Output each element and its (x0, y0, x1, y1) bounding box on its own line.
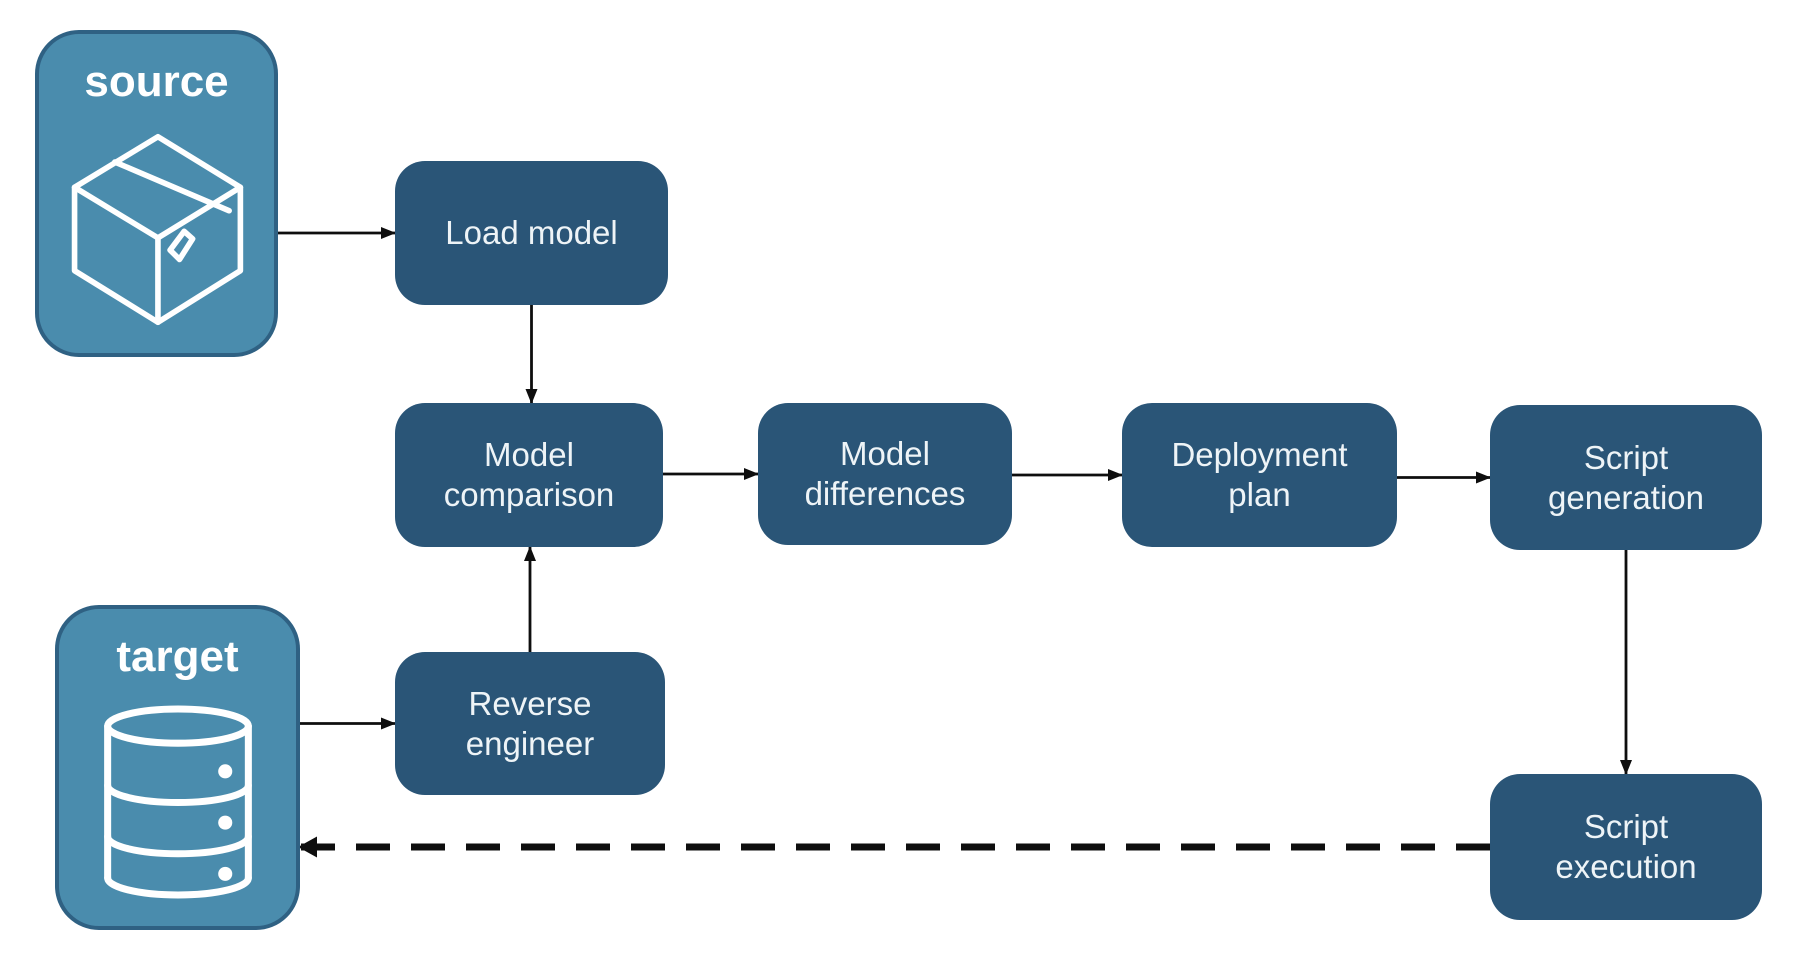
node-model-comparison-label: Model comparison (443, 436, 615, 513)
node-script-generation-label: Script generation (1548, 438, 1704, 516)
node-script-execution: Script execution (1490, 774, 1762, 920)
source-label: source (84, 57, 229, 106)
node-model-differences: Model differences (758, 403, 1012, 545)
package-box-icon (68, 104, 246, 353)
node-model-differences-label: Model differences (804, 435, 966, 512)
node-reverse-engineer-label: Reverse engineer (465, 684, 595, 762)
node-script-execution-label: Script execution (1555, 808, 1697, 885)
node-deployment-plan: Deployment plan (1122, 403, 1397, 547)
node-model-comparison: Model comparison (395, 403, 663, 547)
endpoint-target: target (55, 605, 300, 930)
node-load-model: Load model (395, 161, 668, 305)
database-icon (102, 679, 254, 926)
node-deployment-plan-label: Deployment plan (1171, 436, 1348, 513)
node-load-model-label: Load model (445, 214, 618, 252)
node-script-generation: Script generation (1490, 405, 1762, 550)
target-label: target (116, 632, 239, 681)
node-reverse-engineer: Reverse engineer (395, 652, 665, 795)
endpoint-source: source (35, 30, 278, 357)
